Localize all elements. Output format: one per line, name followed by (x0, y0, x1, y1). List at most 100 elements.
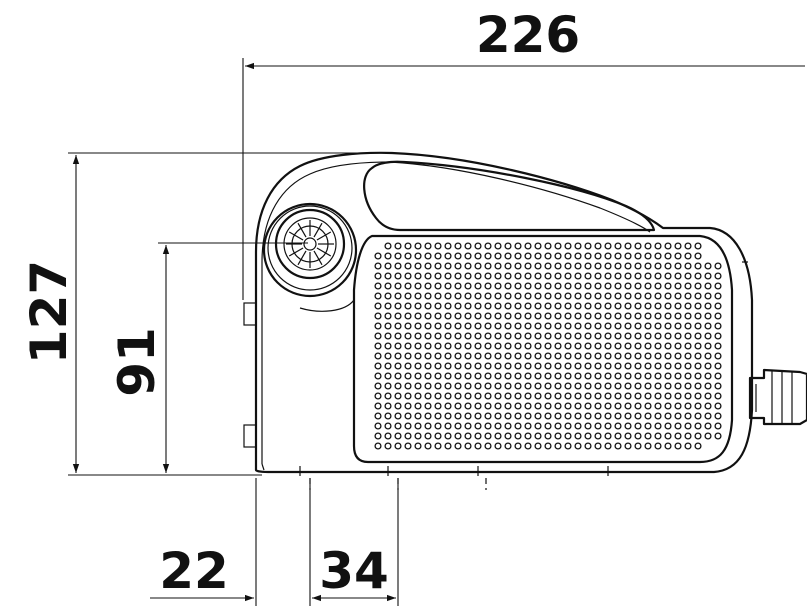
grille-hole (524, 282, 532, 290)
grille-hole (614, 362, 622, 370)
grille-hole (434, 392, 442, 400)
grille-hole (414, 392, 422, 400)
grille-hole (644, 372, 652, 380)
grille-hole (414, 352, 422, 360)
grille-hole (394, 432, 402, 440)
grille-hole (624, 292, 632, 300)
grille-hole (584, 342, 592, 350)
grille-hole (454, 322, 462, 330)
inlet-port (262, 202, 358, 298)
grille-hole (654, 302, 662, 310)
grille-hole (424, 392, 432, 400)
grille-hole (614, 242, 622, 250)
grille-hole (604, 432, 612, 440)
grille-hole (564, 242, 572, 250)
grille-hole (664, 362, 672, 370)
grille-hole (574, 302, 582, 310)
grille-hole (594, 382, 602, 390)
grille-hole (414, 322, 422, 330)
grille-hole (674, 382, 682, 390)
grille-hole (714, 302, 722, 310)
grille-hole (514, 352, 522, 360)
grille-hole (654, 362, 662, 370)
grille-hole (514, 372, 522, 380)
grille-hole (454, 352, 462, 360)
grille-hole (534, 322, 542, 330)
grille-hole (374, 442, 382, 450)
grille-hole (464, 442, 472, 450)
grille-hole (614, 432, 622, 440)
grille-hole (394, 382, 402, 390)
grille-hole (504, 322, 512, 330)
grille-hole (574, 352, 582, 360)
grille-hole (684, 422, 692, 430)
grille-hole (434, 382, 442, 390)
grille-hole (574, 332, 582, 340)
grille-hole (504, 342, 512, 350)
grille-hole (584, 272, 592, 280)
grille-hole (524, 292, 532, 300)
grille-hole (714, 402, 722, 410)
grille-hole (654, 282, 662, 290)
grille-hole (544, 362, 552, 370)
grille-hole (434, 262, 442, 270)
grille-hole (444, 392, 452, 400)
grille-hole (464, 412, 472, 420)
grille-hole (384, 262, 392, 270)
grille-hole (664, 442, 672, 450)
grille-hole (484, 332, 492, 340)
grille-hole (604, 322, 612, 330)
grille-hole (634, 242, 642, 250)
grille-hole (654, 252, 662, 260)
grille-hole (474, 402, 482, 410)
grille-hole (544, 322, 552, 330)
grille-hole (494, 402, 502, 410)
grille-hole (684, 342, 692, 350)
grille-hole (524, 262, 532, 270)
grille-hole (554, 352, 562, 360)
grille-hole (384, 272, 392, 280)
grille-hole (524, 382, 532, 390)
grille-hole (474, 372, 482, 380)
grille-hole (544, 412, 552, 420)
grille-hole (514, 242, 522, 250)
grille-hole (594, 332, 602, 340)
grille-hole (684, 242, 692, 250)
dimension-label-height: 127 (20, 260, 78, 364)
grille-hole (644, 292, 652, 300)
grille-hole (694, 332, 702, 340)
grille-hole (514, 412, 522, 420)
grille-hole (614, 412, 622, 420)
grille-hole (444, 352, 452, 360)
grille-hole (404, 262, 412, 270)
grille-hole (504, 372, 512, 380)
grille-holes (374, 242, 722, 450)
grille-hole (394, 272, 402, 280)
dimension-label-inlet-height: 91 (108, 327, 166, 397)
grille-hole (394, 372, 402, 380)
grille-hole (624, 332, 632, 340)
grille-hole (664, 332, 672, 340)
grille-hole (694, 272, 702, 280)
grille-hole (674, 442, 682, 450)
grille-hole (514, 312, 522, 320)
grille-hole (374, 272, 382, 280)
grille-hole (504, 392, 512, 400)
grille-hole (534, 252, 542, 260)
grille-hole (534, 292, 542, 300)
grille-hole (494, 262, 502, 270)
grille-hole (584, 352, 592, 360)
grille-hole (544, 382, 552, 390)
grille-hole (404, 382, 412, 390)
grille-hole (524, 372, 532, 380)
grille-hole (484, 312, 492, 320)
grille-hole (554, 412, 562, 420)
grille-hole (504, 442, 512, 450)
grille-hole (564, 282, 572, 290)
grille-hole (514, 252, 522, 260)
grille-hole (694, 412, 702, 420)
grille-hole (674, 412, 682, 420)
grille-hole (634, 442, 642, 450)
grille-hole (494, 362, 502, 370)
grille-hole (564, 362, 572, 370)
